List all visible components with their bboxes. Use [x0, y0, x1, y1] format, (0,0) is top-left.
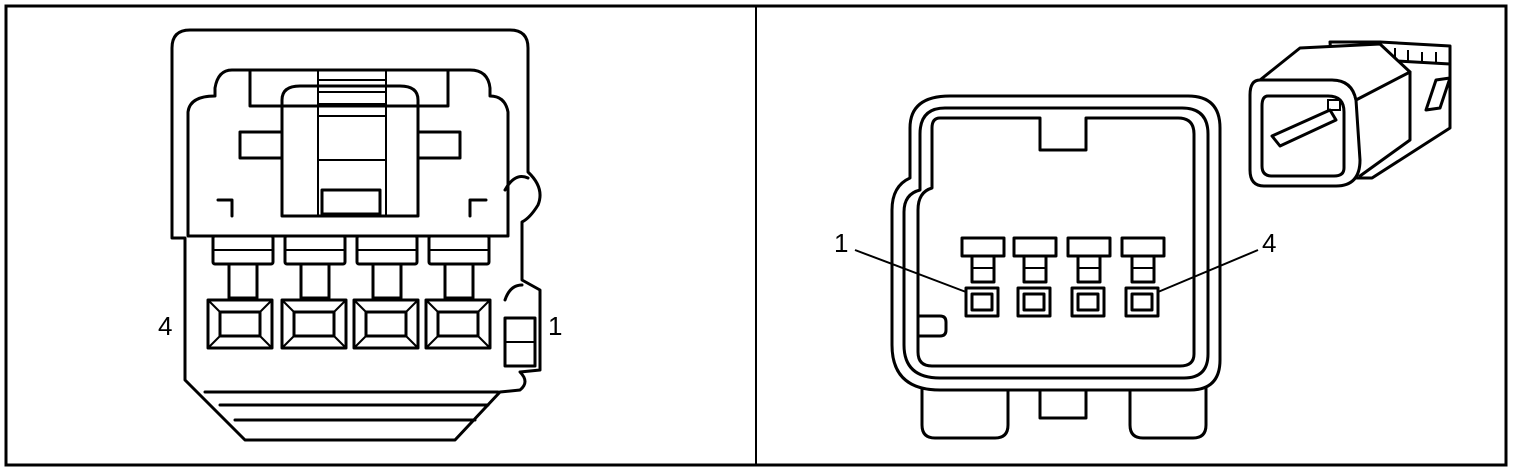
left-pin-label-4: 4 — [158, 311, 172, 341]
connector-isometric-view — [1248, 40, 1452, 188]
left-connector: 4 1 — [158, 28, 562, 442]
right-leader-4 — [1157, 249, 1259, 293]
right-pin-label-4: 4 — [1262, 228, 1276, 258]
right-terminal-2 — [1012, 236, 1058, 318]
right-pin-label-1: 1 — [834, 228, 848, 258]
right-terminal-1 — [960, 236, 1006, 318]
left-pin-label-1: 1 — [548, 311, 562, 341]
left-pin-cavity-2 — [352, 298, 420, 350]
right-terminal-4 — [1120, 236, 1166, 318]
left-pin-cavity-1 — [424, 298, 492, 350]
left-pin-cavity-4 — [206, 298, 274, 350]
left-pin-cavity-3 — [280, 298, 348, 350]
right-leader-1 — [854, 249, 967, 293]
right-terminal-3 — [1066, 236, 1112, 318]
right-connector: 1 4 — [834, 94, 1276, 440]
left-terminal-stems — [211, 234, 491, 300]
